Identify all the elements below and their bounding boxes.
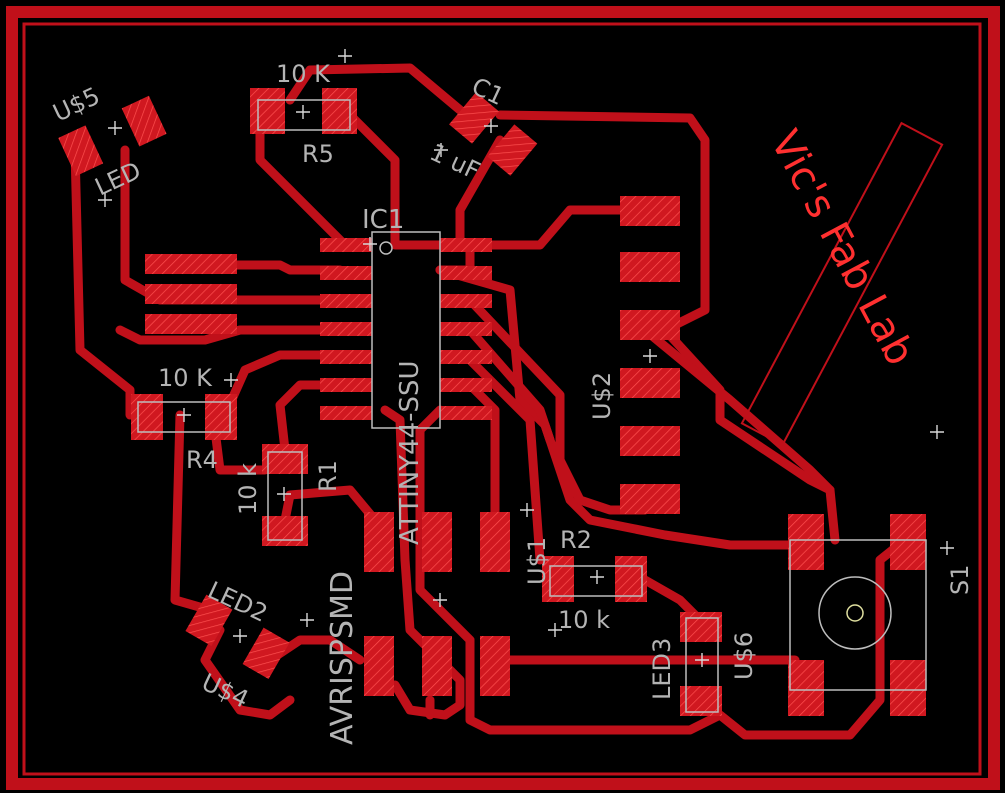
label-r1-name: R1 (314, 460, 342, 492)
board-title-text: Vic's Fab Lab (761, 123, 923, 373)
copper-pads (58, 88, 926, 716)
label-r4-value: 10 K (158, 364, 213, 392)
label-led3-name: LED3 (648, 638, 676, 700)
label-r2-value: 10 k (558, 606, 610, 634)
label-s1-name: S1 (946, 564, 974, 595)
label-u2-name: U$2 (588, 372, 616, 420)
label-u5-name: U$5 (49, 82, 104, 128)
label-ic1-value: ATTINY44-SSU (395, 360, 425, 545)
label-r4-name: R4 (186, 446, 218, 474)
label-c1-value: 1 uF (425, 138, 484, 185)
label-u1-name: U$1 (523, 537, 551, 585)
label-ic1-name: IC1 (362, 205, 404, 235)
origin-markers (98, 49, 954, 667)
label-r1-value: 10 k (234, 463, 262, 515)
board-outline (6, 6, 1000, 790)
label-r2-name: R2 (560, 526, 592, 554)
silkscreen-labels: U$5 LED 10 K R5 C1 1 uF IC1 ATTINY44-SSU… (49, 60, 974, 745)
label-led3-package: U$6 (730, 632, 758, 680)
label-r5-value: 10 K (276, 60, 331, 88)
label-avr-name: AVRISPSMD (325, 571, 360, 745)
label-r5-name: R5 (302, 140, 334, 168)
silkscreen-outlines (137, 99, 944, 713)
